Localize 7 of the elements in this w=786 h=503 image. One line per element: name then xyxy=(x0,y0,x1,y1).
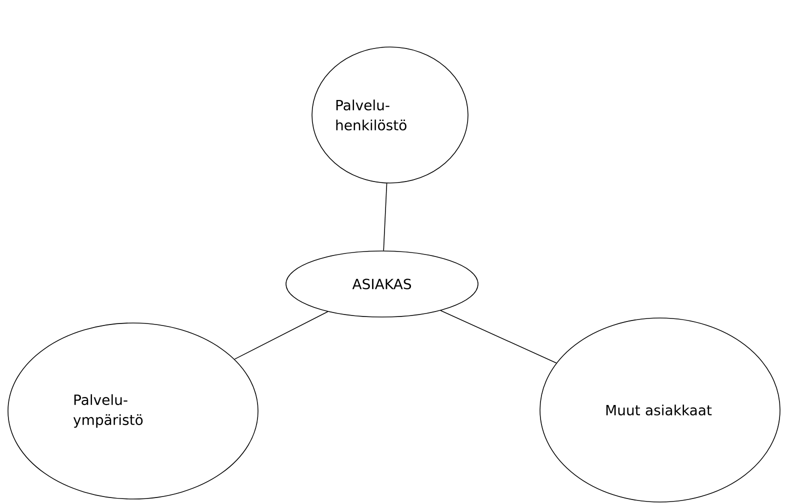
connector-line xyxy=(383,182,388,252)
connector-line xyxy=(440,310,557,364)
connector-line xyxy=(234,311,328,360)
ellipse-node: Palvelu- ympäristö xyxy=(8,322,258,500)
ellipse-node: Palvelu- henkilöstö xyxy=(312,46,468,184)
ellipse-node: ASIAKAS xyxy=(286,250,478,318)
ellipse-node: Muut asiakkaat xyxy=(540,318,780,502)
